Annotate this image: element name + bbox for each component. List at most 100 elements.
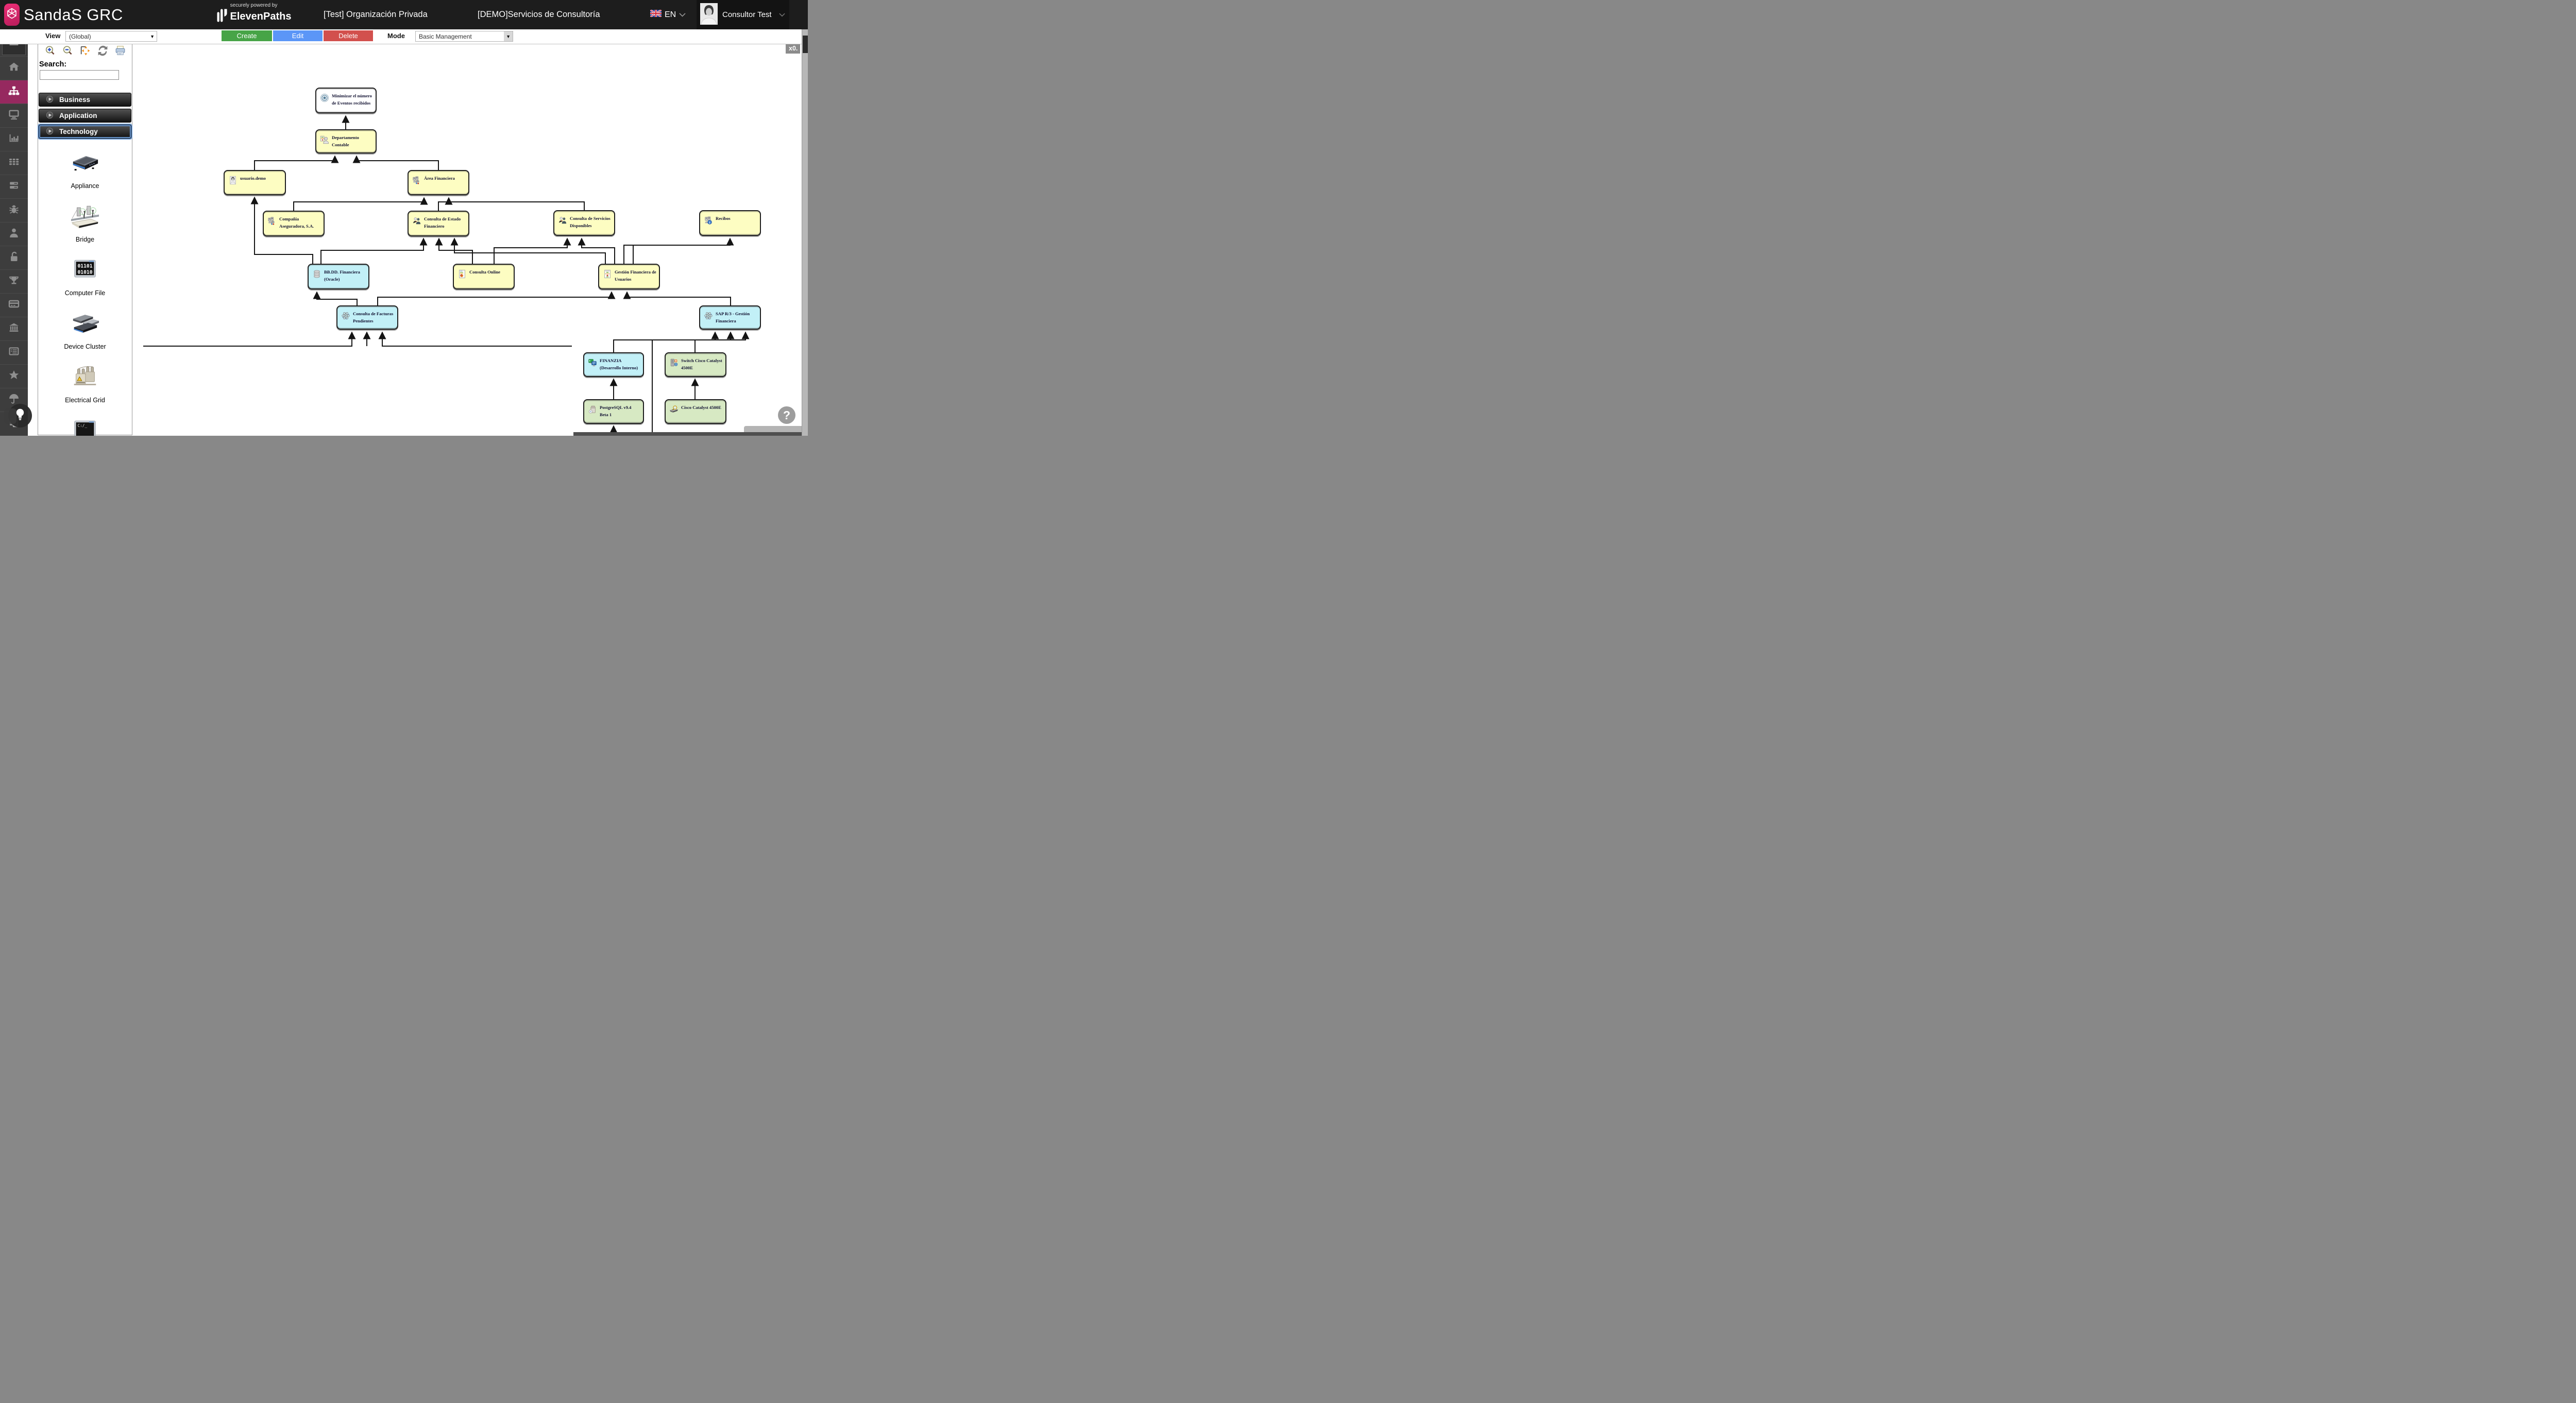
- section-label: Application: [59, 112, 97, 119]
- node-finanzia-desarrollo-interno[interactable]: FINANZIA (Desarrollo Interno): [583, 352, 644, 377]
- node-bb-dd-financiera-oracle[interactable]: BB.DD. Financiera (Oracle): [308, 264, 369, 289]
- section-technology[interactable]: Technology: [39, 125, 131, 139]
- node-postgresql-v9-4-beta-1[interactable]: PostgreSQL v9.4 Beta 1: [583, 399, 644, 424]
- tool-fit-screen[interactable]: [79, 45, 91, 57]
- nav-rail: [0, 29, 28, 436]
- node-rea-financiera[interactable]: Área Financiera: [408, 170, 469, 195]
- user-menu[interactable]: Consultor Test: [697, 0, 789, 29]
- node-usuario-demo[interactable]: usuario.demo: [224, 170, 286, 195]
- sitemap-icon: [8, 84, 20, 99]
- help-button[interactable]: ?: [778, 406, 795, 424]
- palette-item-electrical-grid[interactable]: Electrical Grid: [38, 366, 132, 404]
- section-application[interactable]: Application: [39, 109, 131, 123]
- rail-item-umbrella[interactable]: [0, 388, 28, 412]
- organization-secondary[interactable]: [DEMO]Servicios de Consultoría: [478, 10, 600, 19]
- edit-button[interactable]: Edit: [273, 30, 323, 41]
- tool-zoom-out[interactable]: [62, 45, 74, 57]
- create-button[interactable]: Create: [222, 30, 272, 41]
- node-label: Departamento Contable: [332, 135, 359, 147]
- view-label: View: [45, 32, 61, 40]
- tool-refresh[interactable]: [97, 45, 109, 57]
- diagram-edge: [494, 237, 571, 264]
- language-selector[interactable]: EN: [650, 0, 686, 29]
- rail-item-trophy[interactable]: [0, 269, 28, 293]
- palette-item-bridge[interactable]: Bridge: [38, 205, 132, 243]
- elevenpaths-logo-icon: [216, 9, 228, 25]
- caret-down-icon: ▼: [504, 31, 513, 41]
- node-switch-cisco-catalyst-4500e[interactable]: Switch Cisco Catalyst 4500E: [665, 352, 726, 377]
- mode-select[interactable]: Basic Management ▼: [415, 31, 513, 42]
- diagram-edge: [254, 155, 339, 170]
- palette-item-device-cluster[interactable]: Device Cluster: [38, 312, 132, 350]
- node-consulta-de-estado-financiero[interactable]: Consulta de Estado Financiero: [408, 211, 469, 236]
- people-info-icon: i: [704, 216, 713, 228]
- trophy-icon: [8, 274, 20, 289]
- top-header: SandaS GRC securely powered by ElevenPat…: [0, 0, 808, 29]
- diagram-canvas[interactable]: Minimizar el número de Eventos recibidos…: [133, 44, 802, 436]
- chevron-down-icon: [679, 12, 686, 17]
- rail-item-monitor[interactable]: [0, 104, 28, 127]
- unlock-icon: [8, 250, 20, 265]
- rail-item-star[interactable]: [0, 364, 28, 388]
- tool-print[interactable]: [114, 45, 126, 57]
- node-sap-r-3-gesti-n-financiera[interactable]: SAP R/3 - Gestión Financiera: [699, 305, 761, 330]
- node-label: PostgreSQL v9.4 Beta 1: [600, 405, 632, 417]
- node-compa-a-aseguradora-s-a[interactable]: Compañía Aseguradora, S.A.: [263, 211, 325, 236]
- node-label: SAP R/3 - Gestión Financiera: [716, 311, 750, 323]
- delete-button[interactable]: Delete: [324, 30, 373, 41]
- palette-item-appliance[interactable]: Appliance: [38, 151, 132, 190]
- node-minimizar-el-n-mero-de-eventos-recibidos[interactable]: Minimizar el número de Eventos recibidos: [315, 88, 377, 113]
- rail-item-bank[interactable]: [0, 317, 28, 340]
- section-arrow-icon: [46, 95, 54, 105]
- rail-item-sitemap[interactable]: [0, 80, 28, 104]
- rail-item-bug[interactable]: [0, 198, 28, 222]
- powered-brand-name: ElevenPaths: [230, 11, 292, 22]
- node-departamento-contable[interactable]: Departamento Contable: [315, 129, 377, 153]
- search-input[interactable]: [40, 70, 119, 80]
- zoom-factor-badge: x0.: [786, 44, 801, 54]
- node-cisco-catalyst-4500e[interactable]: Cisco Catalyst 4500E: [665, 399, 726, 424]
- tool-zoom-in[interactable]: [44, 45, 56, 57]
- rail-item-grid[interactable]: [0, 151, 28, 175]
- grid-icon: [8, 156, 20, 170]
- palette-item-file-system[interactable]: C:/_File System: [38, 419, 132, 436]
- organization-primary[interactable]: [Test] Organización Privada: [324, 10, 428, 19]
- vertical-scrollbar[interactable]: [802, 29, 808, 436]
- caret-down-icon: ▼: [150, 33, 155, 39]
- rail-item-bar-chart[interactable]: [0, 127, 28, 151]
- section-business[interactable]: Business: [39, 93, 131, 107]
- rail-item-form[interactable]: [0, 340, 28, 364]
- node-consulta-de-servicios-disponibles[interactable]: Consulta de Servicios Disponibles: [553, 210, 615, 236]
- powered-by-block: securely powered by ElevenPaths: [206, 3, 301, 25]
- svg-text:Gestion: Gestion: [605, 270, 610, 272]
- svg-text:01101: 01101: [77, 264, 92, 269]
- uk-flag-icon: [650, 9, 662, 20]
- product-title: SandaS GRC: [24, 6, 123, 24]
- node-label: Compañía Aseguradora, S.A.: [279, 216, 314, 229]
- node-label: Consulta de Estado Financiero: [424, 216, 461, 229]
- rail-item-home[interactable]: [0, 56, 28, 80]
- diagram-edge: [313, 291, 358, 305]
- vertical-scrollbar-thumb[interactable]: [803, 36, 808, 53]
- brand-logo[interactable]: [4, 4, 20, 26]
- rail-item-credit-card[interactable]: [0, 293, 28, 317]
- palette-item-label: Device Cluster: [64, 343, 106, 350]
- rail-item-unlock[interactable]: [0, 246, 28, 269]
- diagram-edge: [578, 237, 615, 264]
- avatar: [700, 3, 718, 27]
- view-select[interactable]: (Global) ▼: [65, 31, 157, 42]
- rail-item-user[interactable]: [0, 222, 28, 246]
- diagram-edge: [377, 291, 616, 305]
- rail-item-servers[interactable]: [0, 175, 28, 198]
- electrical-grid-icon: [70, 366, 100, 392]
- horizontal-scrollbar-thumb[interactable]: [573, 432, 802, 436]
- node-consulta-de-facturas-pendientes[interactable]: Consulta de Facturas Pendientes: [336, 305, 398, 330]
- svg-text:C:/_: C:/_: [78, 423, 88, 428]
- hint-button[interactable]: [4, 404, 32, 427]
- node-label: Consulta de Facturas Pendientes: [353, 311, 394, 323]
- user-name: Consultor Test: [722, 10, 772, 19]
- node-consulta-online[interactable]: Consulta Online: [453, 264, 515, 289]
